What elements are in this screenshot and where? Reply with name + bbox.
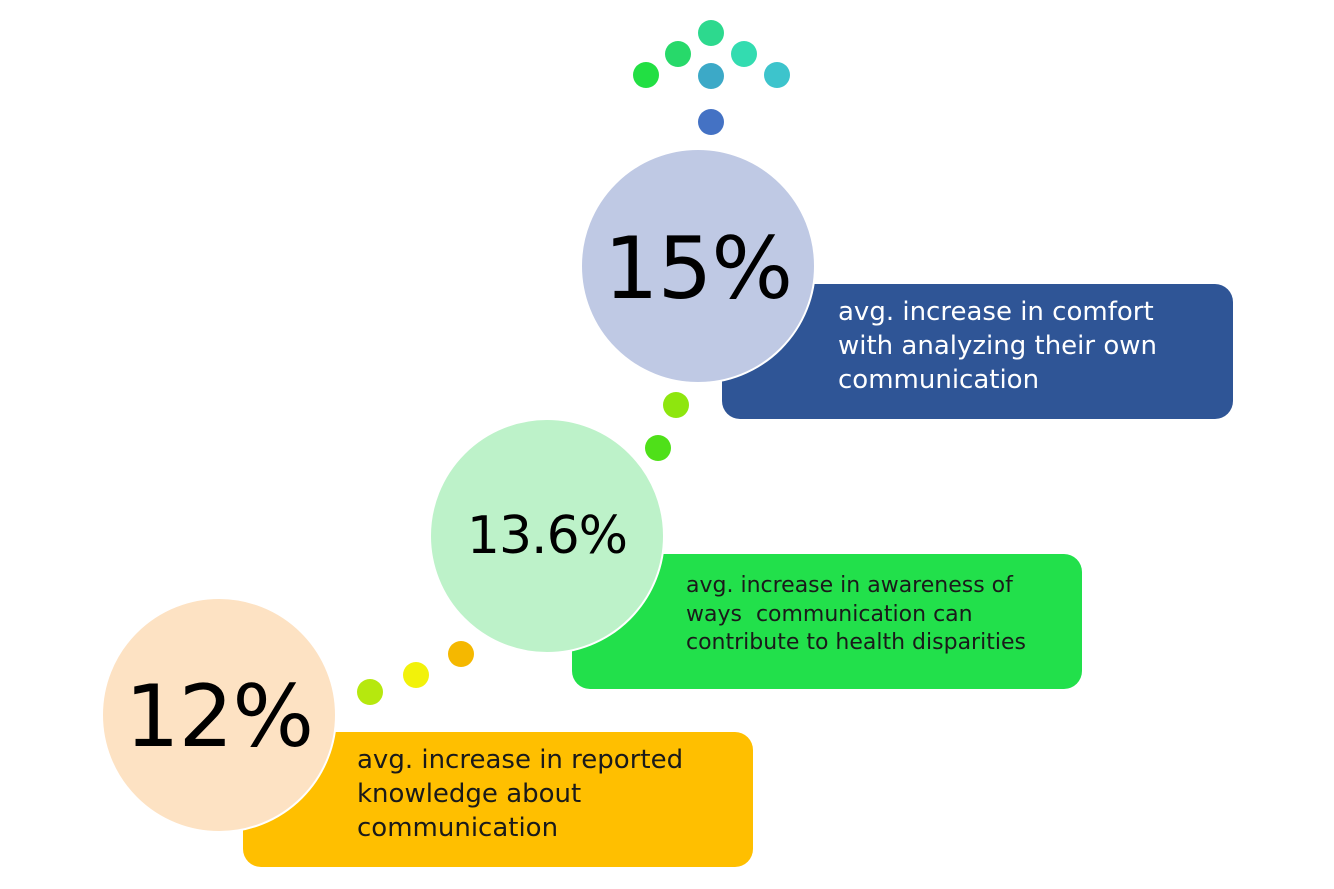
description-text: avg. increase in reported knowledge abou… (357, 745, 684, 843)
description-text: avg. increase in awareness of ways commu… (686, 573, 1026, 656)
description-text: avg. increase in comfort with analyzing … (838, 297, 1157, 395)
percentage-circle-comfort: 15% (580, 148, 816, 384)
decorative-dot (698, 109, 724, 135)
description-box-awareness: avg. increase in awareness of ways commu… (572, 554, 1082, 689)
connector-dot (448, 641, 474, 667)
percentage-value: 12% (124, 667, 314, 767)
percentage-circle-awareness: 13.6% (429, 418, 665, 654)
decorative-dot (698, 20, 724, 46)
percentage-circle-knowledge: 12% (101, 597, 337, 833)
connector-dot (357, 679, 383, 705)
decorative-dot (665, 41, 691, 67)
connector-dot (663, 392, 689, 418)
percentage-value: 13.6% (466, 506, 628, 566)
percentage-value: 15% (603, 219, 793, 319)
description-box-comfort: avg. increase in comfort with analyzing … (722, 284, 1233, 419)
decorative-dot (764, 62, 790, 88)
decorative-dot (698, 63, 724, 89)
decorative-dot (633, 62, 659, 88)
decorative-dot (731, 41, 757, 67)
connector-dot (645, 435, 671, 461)
connector-dot (403, 662, 429, 688)
